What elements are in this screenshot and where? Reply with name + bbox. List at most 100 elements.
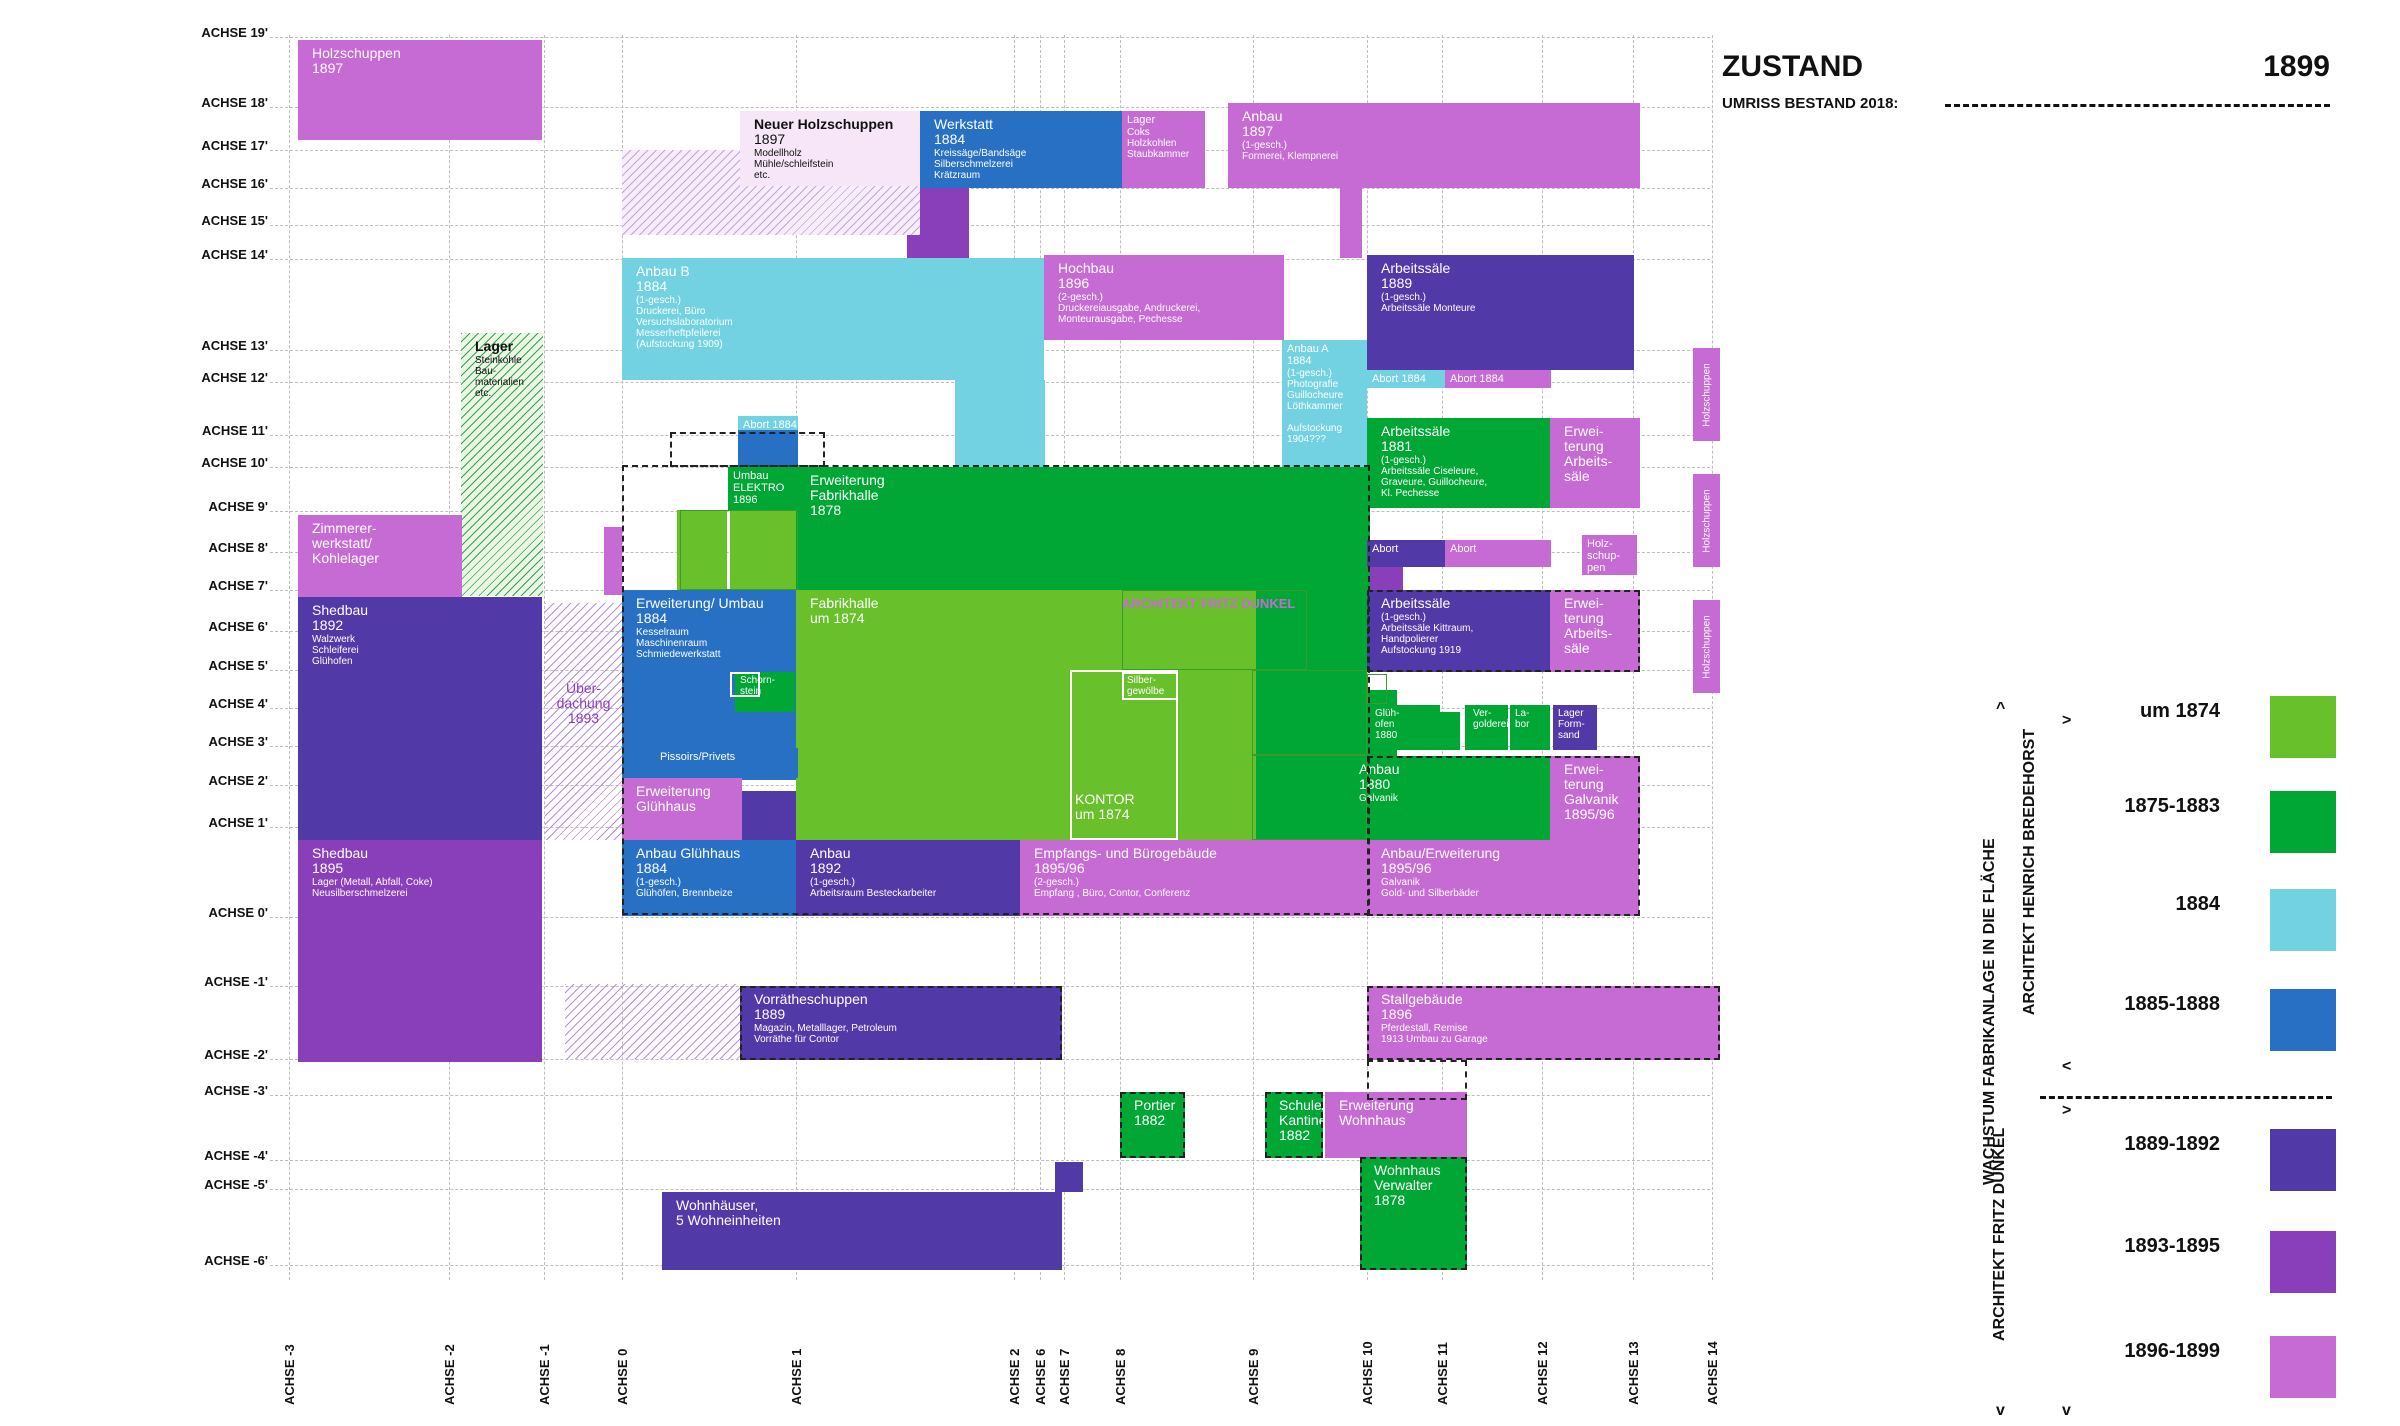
building-year: um 1874 bbox=[810, 610, 865, 626]
arrow-down-icon: v bbox=[2062, 1402, 2071, 1419]
building-description: (1-gesch.) Glühöfen, Brennbeize bbox=[636, 877, 733, 899]
chimney-label: Schorn- stein bbox=[735, 672, 795, 712]
overlay-text: ARCHITEKT FRITZ DUNKEL bbox=[1122, 596, 1296, 611]
building-title: Shedbau bbox=[312, 602, 369, 618]
building-title: Holz- schup- pen bbox=[1587, 538, 1621, 574]
building-block: Arbeitssäle(1-gesch.) Arbeitssäle Kittra… bbox=[1367, 590, 1550, 672]
building-year: 1892 bbox=[312, 617, 344, 633]
legend-swatch bbox=[2270, 696, 2336, 758]
grid-col-line bbox=[289, 35, 290, 1280]
building-title: Anbau bbox=[810, 845, 851, 861]
building-year: 1884 bbox=[636, 278, 668, 294]
building-description: (1-gesch.) Formerei, Klempnerei bbox=[1242, 140, 1339, 162]
building-title: Schule/ Kantine bbox=[1279, 1097, 1323, 1128]
architect-dunkel-label: ARCHITEKT FRITZ DUNKEL bbox=[1991, 1127, 2008, 1341]
axis-row-label: ACHSE 16' bbox=[201, 176, 268, 191]
building-title: La- bor bbox=[1515, 708, 1530, 730]
arrow-up-icon: ^ bbox=[1996, 700, 2006, 717]
building-title: Erwei- terung Galvanik bbox=[1564, 761, 1619, 807]
building-title: Fabrikhalle bbox=[810, 595, 879, 611]
building-title: KONTOR bbox=[1075, 791, 1135, 807]
building-title: Silber- gewölbe bbox=[1127, 675, 1165, 697]
building-description: Galvanik Gold- und Silberbäder bbox=[1381, 877, 1479, 899]
legend-label: um 1874 bbox=[2139, 700, 2220, 722]
building-description: Kesselraum Maschinenraum Schmiedewerksta… bbox=[636, 627, 721, 660]
building-year: 1895/96 bbox=[1381, 860, 1432, 876]
building-year: 1882 bbox=[1134, 1112, 1166, 1128]
building-title: Anbau A bbox=[1287, 343, 1329, 355]
building-title: Abort 1884 bbox=[1450, 373, 1504, 385]
purple-sub bbox=[740, 791, 798, 841]
axis-row-label: ACHSE 0' bbox=[208, 905, 268, 920]
building-year: 1884 bbox=[636, 860, 668, 876]
building-title: Wohnhäuser, 5 Wohneinheiten bbox=[676, 1197, 781, 1228]
blue-block bbox=[738, 430, 798, 467]
building-block: Erweiterung Glühhaus bbox=[622, 778, 742, 840]
building-title: Holzschuppen bbox=[312, 45, 401, 61]
building-year: 1895/96 bbox=[1564, 806, 1615, 822]
axis-col-label: ACHSE -2 bbox=[442, 1344, 457, 1405]
building-title: Shedbau bbox=[312, 845, 369, 861]
axis-col-label: ACHSE 14 bbox=[1705, 1341, 1720, 1405]
grid-row-line bbox=[270, 225, 1710, 226]
pink-connector bbox=[1340, 188, 1362, 258]
axis-row-label: ACHSE 17' bbox=[201, 138, 268, 153]
building-title: Holzschuppen bbox=[1701, 488, 1712, 553]
building-description: Steinkohle Bau- materialien etc. bbox=[475, 355, 524, 399]
building-title: Zimmerer- werkstatt/ Kohlelager bbox=[312, 520, 379, 566]
axis-col-label: ACHSE 10 bbox=[1360, 1341, 1375, 1405]
purple-sub bbox=[1055, 1162, 1083, 1192]
building-block: Zimmerer- werkstatt/ Kohlelager bbox=[298, 515, 462, 597]
building-title: Erweiterung/ Umbau bbox=[636, 595, 764, 611]
axis-row-label: ACHSE 2' bbox=[208, 773, 268, 788]
small-label: Glüh- ofen 1880 bbox=[1370, 705, 1440, 750]
building-title: Lager bbox=[475, 338, 514, 354]
axis-col-label: ACHSE 9 bbox=[1246, 1348, 1261, 1405]
plan-year: 1899 bbox=[2263, 50, 2330, 83]
axis-col-label: ACHSE 8 bbox=[1113, 1348, 1128, 1405]
building-title: Schorn- stein bbox=[740, 675, 776, 697]
building-year: 1884 bbox=[934, 131, 966, 147]
axis-row-label: ACHSE 19' bbox=[201, 25, 268, 40]
building-year: 1889 bbox=[1381, 275, 1413, 291]
building-block: Abort bbox=[1445, 540, 1551, 567]
axis-row-label: ACHSE 13' bbox=[201, 338, 268, 353]
building-title: Lager Form- sand bbox=[1558, 708, 1585, 741]
axis-col-label: ACHSE 0 bbox=[615, 1348, 630, 1405]
building-block: Holzschuppen bbox=[1693, 600, 1720, 693]
arrow-down-icon: v bbox=[1996, 1402, 2005, 1419]
building-block: Holzschuppen bbox=[1693, 474, 1720, 567]
axis-row-label: ACHSE -1' bbox=[204, 974, 268, 989]
axis-row-label: ACHSE 4' bbox=[208, 696, 268, 711]
building-title: Erwei- terung Arbeits- säle bbox=[1564, 595, 1613, 656]
small-label: Ver- golderei bbox=[1468, 705, 1508, 750]
building-block: Holzschuppen bbox=[1693, 348, 1720, 441]
building-block: Abort 1884 bbox=[738, 416, 798, 430]
axis-row-label: ACHSE -3' bbox=[204, 1083, 268, 1098]
axis-row-label: ACHSE 18' bbox=[201, 95, 268, 110]
axis-row-label: ACHSE -6' bbox=[204, 1253, 268, 1268]
legend-swatch bbox=[2270, 1231, 2336, 1293]
building-title: Glüh- ofen 1880 bbox=[1375, 708, 1400, 741]
building-year: 1893 bbox=[567, 710, 600, 726]
building-description: Coks Holzkohlen Staubkammer bbox=[1127, 127, 1190, 160]
building-title: Umbau ELEKTRO bbox=[733, 470, 785, 494]
building-description: Modellholz Mühle/schleifstein etc. bbox=[754, 148, 834, 181]
building-description: (1-gesch.) Arbeitssäle Ciseleure, Graveu… bbox=[1381, 455, 1488, 499]
building-title: Portier bbox=[1134, 1097, 1176, 1113]
building-block: Wohnhäuser, 5 Wohneinheiten bbox=[662, 1192, 1062, 1270]
building-title: Anbau B bbox=[636, 263, 690, 279]
axis-row-label: ACHSE 11' bbox=[202, 423, 268, 438]
building-block: Abort 1884 bbox=[1445, 370, 1551, 388]
